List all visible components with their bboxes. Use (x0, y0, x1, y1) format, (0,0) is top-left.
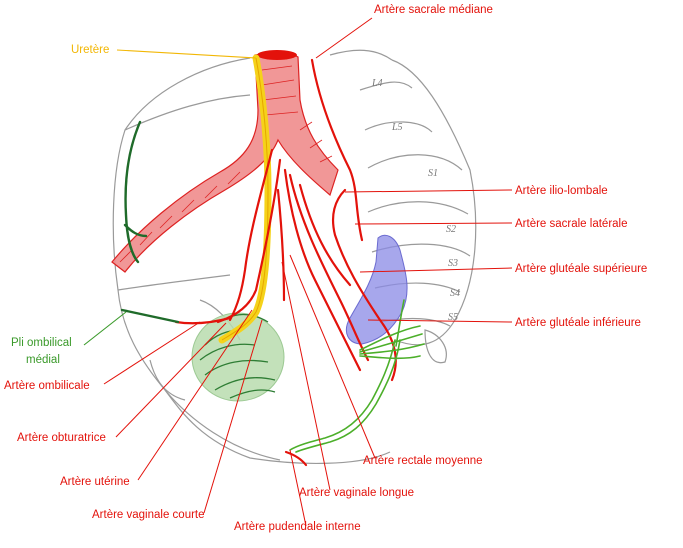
label-pli-ombilical: Pli ombilical (11, 337, 72, 349)
label-artere-gluteale-inferieure: Artère glutéale inférieure (515, 317, 641, 329)
label-pli-ombilical-medial: médial (26, 354, 60, 366)
label-artere-obturatrice: Artère obturatrice (17, 432, 106, 444)
umbilical-ligament (120, 120, 180, 324)
label-artere-rectale-moyenne: Artère rectale moyenne (363, 455, 483, 467)
label-artere-vaginale-courte: Artère vaginale courte (92, 509, 205, 521)
label-artere-vaginale-longue: Artère vaginale longue (299, 487, 415, 499)
venous-plexus (346, 234, 408, 345)
vertebra-s4: S4 (450, 288, 460, 299)
label-artere-gluteale-superieure: Artère glutéale supérieure (515, 263, 648, 275)
leader-line-pli-ombilical (83, 311, 127, 346)
label-artere-sacrale-laterale: Artère sacrale latérale (515, 218, 628, 230)
vertebra-s3: S3 (448, 258, 458, 269)
label-artere-ilio-lombale: Artère ilio-lombale (515, 185, 608, 197)
label-uretere: Uretère (71, 44, 110, 56)
iliac-vessels (111, 52, 339, 273)
label-artere-pudendale-interne: Artère pudendale interne (234, 521, 361, 533)
sacral-plexus (289, 299, 425, 453)
leader-lines-red (103, 17, 513, 527)
vertebra-s5: S5 (448, 312, 458, 323)
vertebra-s1: S1 (428, 168, 438, 179)
vertebra-s2: S2 (446, 224, 456, 235)
ureter (218, 54, 272, 344)
vessel-hatching (119, 65, 333, 263)
label-artere-sacrale-mediane: Artère sacrale médiane (374, 4, 493, 16)
leader-line-uretere (116, 49, 257, 59)
vertebra-labels: L4 L5 S1 S2 S3 S4 S5 (371, 78, 460, 323)
label-artere-ombilicale: Artère ombilicale (4, 380, 90, 392)
pelvic-arteries (174, 58, 397, 467)
aorta-top (257, 50, 297, 60)
vertebra-l4: L4 (371, 78, 383, 89)
vertebra-l5: L5 (391, 122, 403, 133)
label-artere-uterine: Artère utérine (60, 476, 130, 488)
